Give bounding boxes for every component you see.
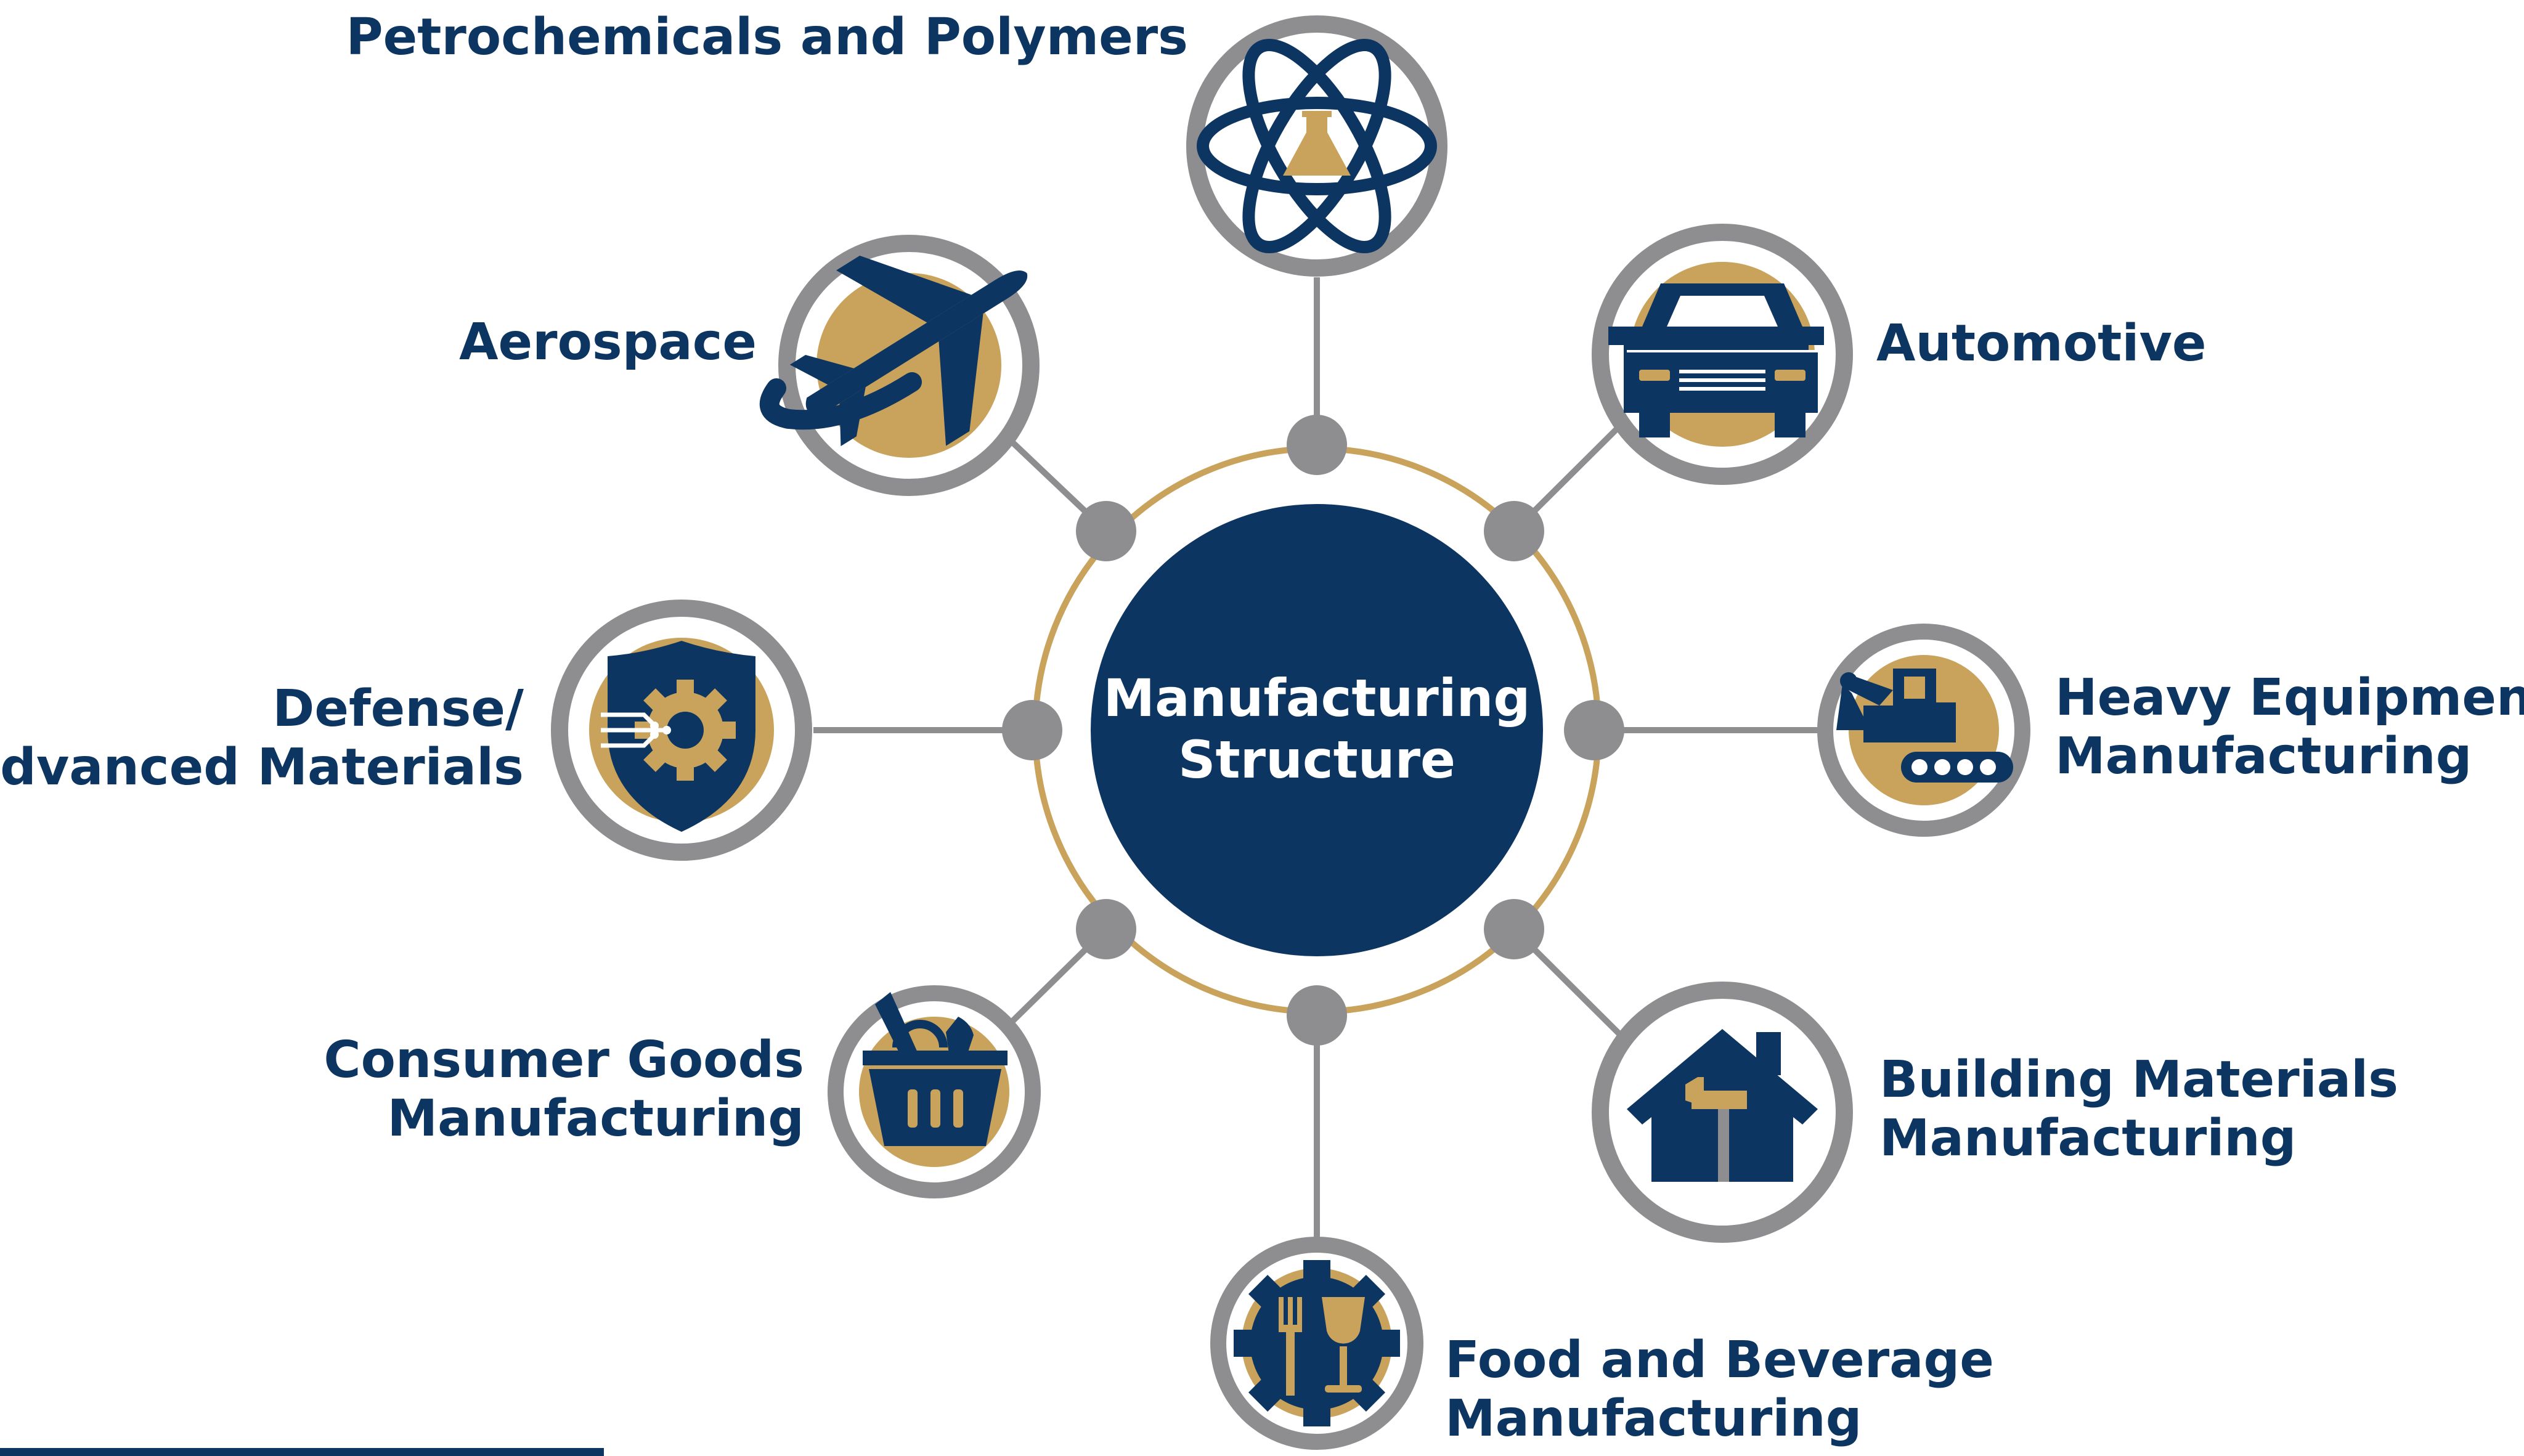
node-label-line1: Building Materials xyxy=(1879,1051,2398,1109)
node-label-line2: Manufacturing xyxy=(1879,1109,2297,1168)
node-food-beverage: Food and Beverage Manufacturing xyxy=(1210,1237,1994,1450)
node-label-line1: Defense/ xyxy=(272,680,524,738)
node-label: Aerospace xyxy=(459,313,757,372)
node-label-line1: Consumer Goods xyxy=(324,1031,804,1089)
accent-bar xyxy=(0,1448,604,1456)
node-building-materials: Building Materials Manufacturing xyxy=(1592,982,2398,1243)
junction-dot xyxy=(1484,501,1544,561)
node-label-line1: Heavy Equipment xyxy=(2055,669,2524,727)
junction-dot xyxy=(1287,985,1347,1046)
atom-flask-icon xyxy=(1197,39,1437,253)
node-label-line2: Manufacturing xyxy=(1445,1389,1862,1448)
node-heavy-equipment: Heavy Equipment Manufacturing xyxy=(1817,624,2524,837)
junction-dot xyxy=(1076,501,1136,561)
node-consumer-goods: Consumer Goods Manufacturing xyxy=(324,985,1041,1198)
node-label-line2: Manufacturing xyxy=(388,1089,805,1148)
node-petrochemicals: Petrochemicals and Polymers xyxy=(346,8,1447,277)
airplane-icon xyxy=(759,255,1028,447)
hub-circle xyxy=(1091,504,1543,956)
shield-gear-icon xyxy=(601,641,755,832)
car-icon xyxy=(1608,283,1824,437)
gear-utensils-icon xyxy=(1234,1260,1400,1426)
node-label-line2: Manufacturing xyxy=(2055,727,2472,786)
junction-dot xyxy=(1076,899,1136,959)
house-hammer-icon xyxy=(1627,1029,1818,1182)
junction-dots xyxy=(1002,415,1624,1046)
node-defense: Defense/ Advanced Materials xyxy=(0,600,812,861)
node-label: Automotive xyxy=(1876,314,2207,373)
node-aerospace: Aerospace xyxy=(459,235,1040,496)
node-label: Petrochemicals and Polymers xyxy=(346,8,1189,67)
hub-title-line2: Structure xyxy=(1178,730,1455,790)
junction-dot xyxy=(1564,700,1624,760)
shopping-basket-icon xyxy=(863,992,1008,1146)
junction-dot xyxy=(1002,700,1062,760)
junction-dot xyxy=(1484,899,1544,959)
node-label-line1: Food and Beverage xyxy=(1445,1331,1994,1389)
node-automotive: Automotive xyxy=(1592,224,2207,485)
junction-dot xyxy=(1287,415,1347,475)
hub-title-line1: Manufacturing xyxy=(1104,668,1531,728)
node-label-line2: Advanced Materials xyxy=(0,738,524,797)
excavator-icon xyxy=(1836,669,2013,783)
